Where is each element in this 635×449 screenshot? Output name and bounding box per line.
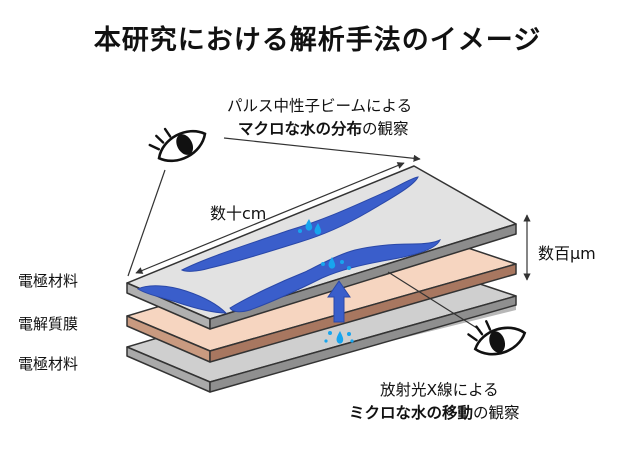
xray-view-line: [387, 271, 481, 331]
xray-caption-rest: の観察: [473, 404, 520, 422]
xray-observer-eye-icon: [467, 320, 527, 356]
water-dot: [298, 229, 302, 233]
thickness-dimension-label: 数百μm: [538, 244, 596, 263]
neutron-view-arrow: [223, 137, 421, 162]
water-dot: [340, 260, 344, 264]
water-dot: [347, 266, 351, 270]
neutron-view-line: [127, 169, 166, 277]
neutron-caption-line2: マクロな水の分布の観察: [238, 117, 409, 139]
xray-caption-line2: ミクロな水の移動の観察: [349, 401, 520, 423]
neutron-caption-bold: マクロな水の分布: [238, 120, 363, 138]
neutron-caption-rest: の観察: [362, 120, 409, 138]
neutron-caption-line1: パルス中性子ビームによる: [227, 97, 413, 115]
water-dot: [328, 331, 332, 335]
layer-label-membrane: 電解質膜: [18, 315, 79, 333]
water-droplet-membrane: [336, 331, 344, 344]
water-dot: [350, 339, 354, 343]
xray-caption-line1: 放射光X線による: [380, 381, 499, 399]
xray-caption-bold: ミクロな水の移動: [349, 404, 474, 422]
layer-label-electrode-bottom: 電極材料: [18, 355, 79, 373]
water-region-left-edge: [136, 285, 228, 314]
diagram-title: 本研究における解析手法のイメージ: [93, 25, 542, 56]
layer-label-electrode-top: 電極材料: [18, 272, 79, 290]
width-dimension-label: 数十cm: [210, 204, 267, 223]
water-dot: [347, 332, 351, 336]
water-dot: [324, 339, 328, 343]
water-movement-arrow: [327, 280, 351, 323]
neutron-observer-eye-icon: [148, 127, 207, 163]
width-dimension-arrow: [135, 162, 405, 274]
water-dot: [321, 262, 325, 266]
membrane-droplets: [324, 331, 354, 344]
